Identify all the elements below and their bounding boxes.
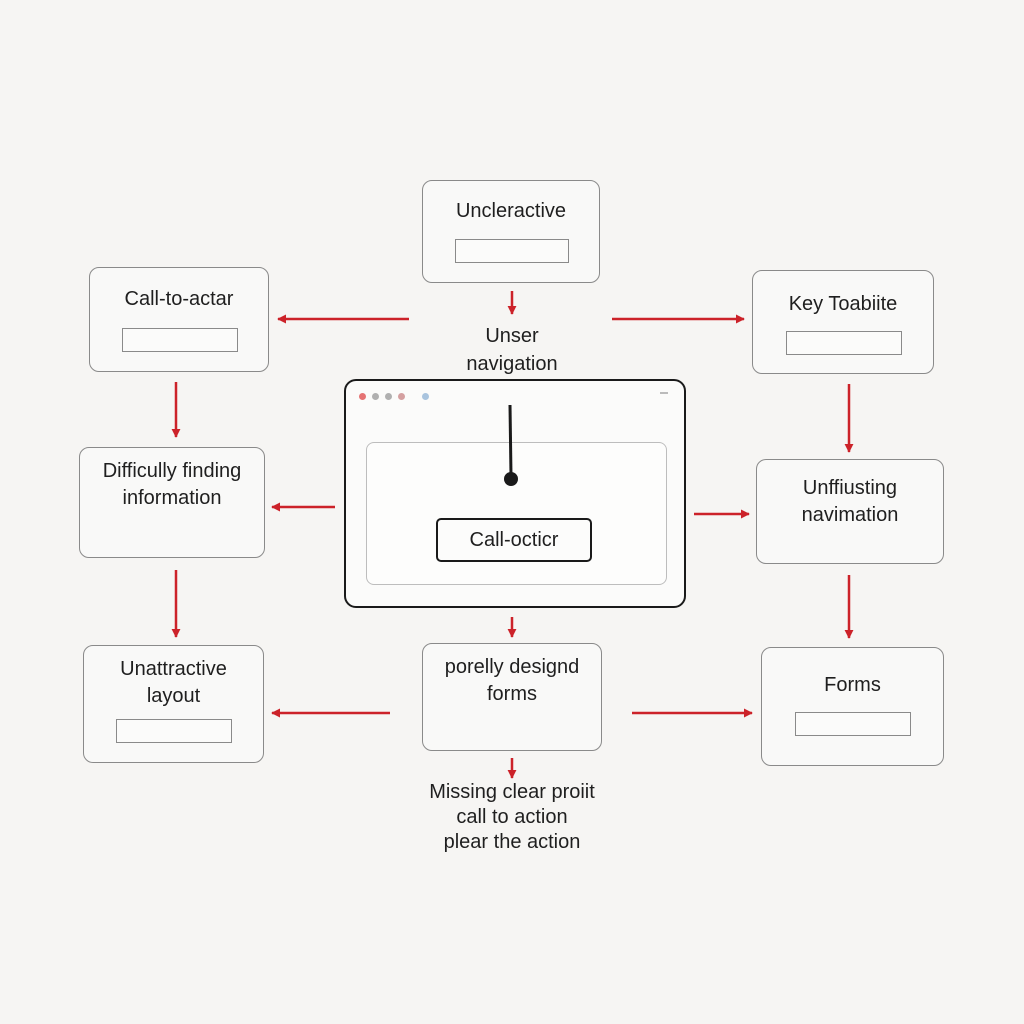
browser-window: Call-octicr bbox=[344, 379, 686, 608]
window-dot bbox=[372, 393, 379, 400]
user-navigation-label: Unser navigation bbox=[466, 325, 558, 375]
page-content-panel bbox=[366, 442, 667, 585]
node-bottom-left: Unattractive layout bbox=[83, 645, 264, 763]
node-top: Uncleractive bbox=[422, 180, 600, 283]
window-dot bbox=[385, 393, 392, 400]
node-mid-right-label: Unffiusting navimation bbox=[801, 477, 899, 526]
call-to-action-button[interactable]: Call-octicr bbox=[436, 518, 592, 562]
node-top-left-label: Call-to-actar bbox=[124, 288, 234, 310]
node-bottom-left-label: Unattractive layout bbox=[120, 658, 227, 707]
node-bottom-right-input-placeholder bbox=[795, 712, 911, 736]
node-mid-right: Unffiusting navimation bbox=[756, 459, 944, 564]
node-top-left-input-placeholder bbox=[122, 328, 238, 352]
node-bottom-left-input-placeholder bbox=[116, 719, 232, 743]
missing-cta-label: Missing clear proiit call to action plea… bbox=[429, 781, 595, 853]
node-top-input-placeholder bbox=[455, 239, 569, 263]
node-top-right-input-placeholder bbox=[786, 331, 902, 355]
window-control-icon bbox=[660, 392, 668, 394]
node-bottom-center-label: porelly designd forms bbox=[444, 656, 580, 705]
window-dot bbox=[359, 393, 366, 400]
node-bottom-right-label: Forms bbox=[824, 674, 881, 696]
node-top-label: Uncleractive bbox=[455, 200, 567, 222]
window-dot bbox=[398, 393, 405, 400]
window-dot bbox=[422, 393, 429, 400]
node-bottom-right: Forms bbox=[761, 647, 944, 766]
node-top-right-label: Key Toabiite bbox=[788, 293, 898, 315]
node-mid-left: Difficully finding information bbox=[79, 447, 265, 558]
node-top-right: Key Toabiite bbox=[752, 270, 934, 374]
node-mid-left-label: Difficully finding information bbox=[102, 460, 242, 509]
node-top-left: Call-to-actar bbox=[89, 267, 269, 372]
node-bottom-center: porelly designd forms bbox=[422, 643, 602, 751]
